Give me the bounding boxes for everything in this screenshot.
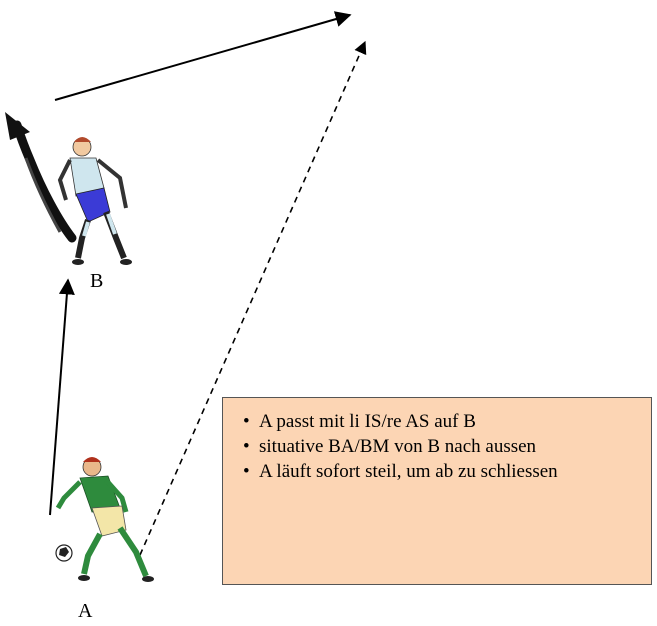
player-a-label: A [78,600,93,622]
run-arrow-a-dashed [139,40,367,556]
instruction-item: situative BA/BM von B nach aussen [243,435,639,459]
player-b-figure [57,137,132,265]
ball-icon [55,544,73,562]
instruction-list: A passt mit li IS/re AS auf B situative … [243,410,639,484]
pass-arrow-b-forward [54,11,352,101]
player-a-figure [55,457,154,582]
instruction-item: A passt mit li IS/re AS auf B [243,410,639,434]
dribble-arrow-b [5,112,77,243]
player-b-label: B [90,270,104,292]
instruction-box: A passt mit li IS/re AS auf B situative … [222,397,652,585]
pass-arrow-a-to-b [49,278,75,516]
instruction-item: A läuft sofort steil, um ab zu schliesse… [243,460,639,484]
